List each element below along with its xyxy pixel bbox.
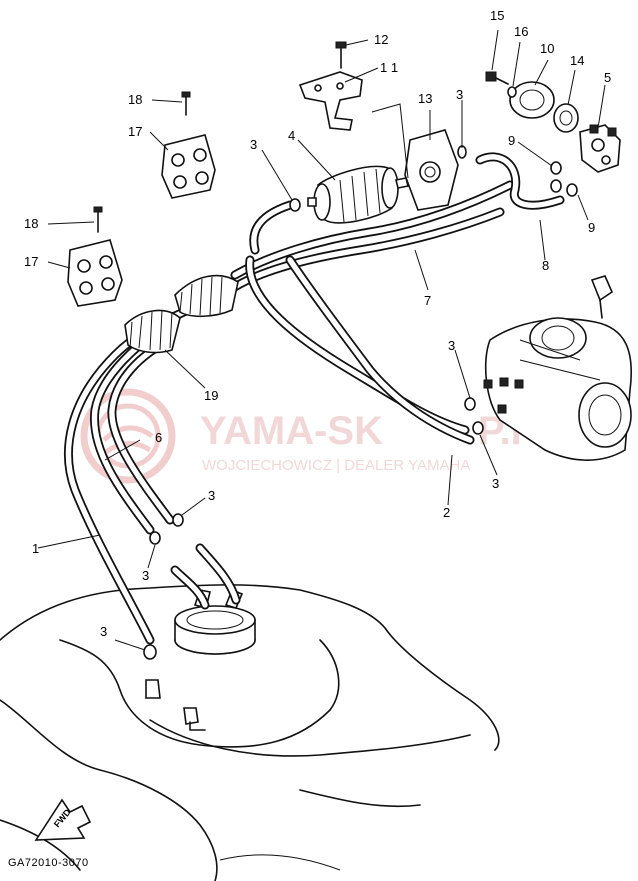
- callout-15: 15: [490, 8, 504, 23]
- leader-lines: [37, 29, 606, 651]
- fuel-cock-unit: [174, 588, 256, 655]
- callout-3-g: 3: [492, 476, 499, 491]
- fwd-arrow-icon: FWD: [34, 798, 92, 841]
- callout-11: 1 1: [380, 60, 398, 75]
- drain-fitting: [145, 679, 206, 731]
- callout-17-a: 17: [128, 124, 142, 139]
- callout-12: 12: [374, 32, 388, 47]
- callout-1: 1: [32, 541, 39, 556]
- hose-clamp-lower: [67, 239, 123, 307]
- callout-16: 16: [514, 24, 528, 39]
- callout-3-f: 3: [448, 338, 455, 353]
- o-ring: [553, 103, 579, 133]
- screw: [485, 71, 509, 85]
- bolt-bracket: [335, 41, 347, 69]
- callout-4: 4: [288, 128, 295, 143]
- callout-10: 10: [540, 41, 554, 56]
- valve-cover: [509, 81, 555, 119]
- solenoid-block: [404, 129, 459, 211]
- callout-9-b: 9: [588, 220, 595, 235]
- watermark-subtitle: WOJCIECHOWICZ | DEALER YAMAHA: [202, 457, 470, 474]
- washer: [507, 86, 517, 98]
- callout-18-a: 18: [128, 92, 142, 107]
- hose-clips-9: [550, 161, 578, 197]
- callout-13: 13: [418, 91, 432, 106]
- hose-protector: [124, 274, 239, 354]
- watermark-brand: YAMA-SK: [200, 409, 383, 453]
- callout-3-c: 3: [208, 488, 215, 503]
- callout-9-a: 9: [508, 133, 515, 148]
- callout-18-b: 18: [24, 216, 38, 231]
- hose-clips-3: [143, 145, 484, 660]
- hose-clamp-upper: [161, 134, 216, 199]
- callout-14: 14: [570, 53, 584, 68]
- bolt-upper: [181, 91, 191, 116]
- callout-3-b: 3: [142, 568, 149, 583]
- bracket: [298, 71, 363, 131]
- callout-8: 8: [542, 258, 549, 273]
- figure-code: GA72010-3070: [8, 857, 89, 869]
- bolt-lower: [93, 206, 103, 233]
- callout-17-b: 17: [24, 254, 38, 269]
- callout-19: 19: [204, 388, 218, 403]
- callout-7: 7: [424, 293, 431, 308]
- callout-2: 2: [443, 505, 450, 520]
- callout-6: 6: [155, 430, 162, 445]
- fuel-tank: [0, 584, 500, 881]
- callout-3-a: 3: [100, 624, 107, 639]
- callout-5: 5: [604, 70, 611, 85]
- callout-3-d: 3: [250, 137, 257, 152]
- valve-body: [579, 124, 621, 173]
- callout-3-e: 3: [456, 87, 463, 102]
- carburetor: [483, 275, 632, 461]
- callout-labels: 1 2 3 3 3 3 3 3 3 4 5 6 7 8 9 9 10 1 1 1…: [24, 8, 611, 639]
- fuel-filter: [307, 165, 409, 224]
